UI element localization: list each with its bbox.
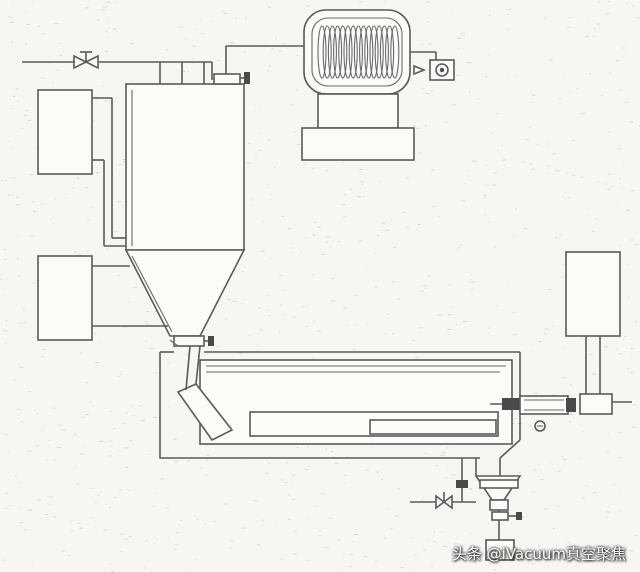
air-inlet-valve-icon [410, 458, 476, 510]
screw-conveyor-drive [490, 393, 632, 415]
indicator-icon [534, 420, 546, 432]
control-box-upper [37, 89, 126, 247]
feed-valve-icon [73, 51, 99, 70]
inclined-chute [176, 345, 234, 442]
drying-chamber [124, 83, 246, 337]
blower-icon [410, 51, 455, 81]
watermark: 头条 @iVacuum真空聚焦 [451, 545, 626, 563]
discharge-hopper [474, 458, 522, 501]
cone-outlet-valve-icon [169, 335, 214, 347]
control-box-lower [37, 255, 168, 341]
fluid-bed-dryer [159, 351, 521, 459]
control-box-right [565, 251, 621, 394]
heating-coil [317, 25, 400, 79]
chamber-inlet-valve-icon [213, 45, 304, 85]
air-heater [301, 9, 415, 161]
discharge-valve-icon [485, 499, 522, 561]
